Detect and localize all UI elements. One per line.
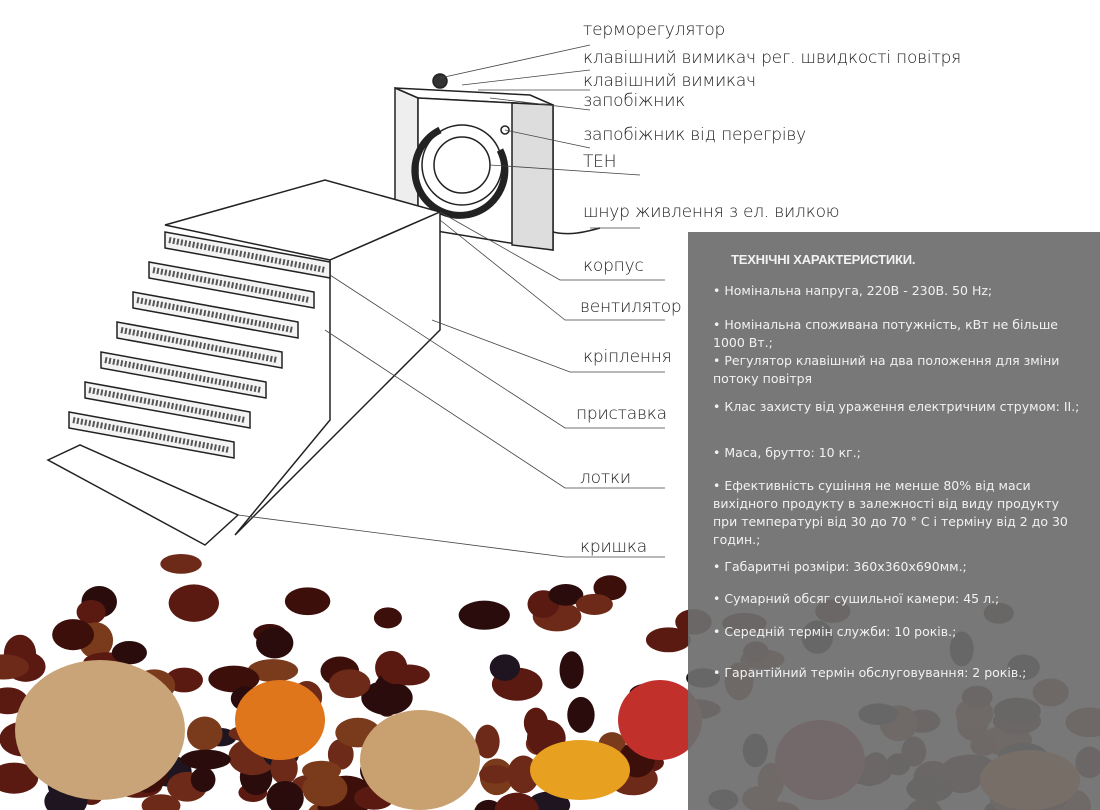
label-mount: кріплення xyxy=(583,347,672,367)
specs-panel: ТЕХНІЧНІ ХАРАКТЕРИСТИКИ. • Номінальна на… xyxy=(688,232,1100,810)
spec-item: • Сумарний обсяг сушильної камери: 45 л.… xyxy=(713,591,1000,606)
raisin xyxy=(361,680,413,715)
raisin xyxy=(141,794,181,810)
spec-item: • Ефективність сушіння не менше 80% від … xyxy=(713,478,1068,547)
label-lid: кришка xyxy=(580,537,647,557)
spec-item: • Номінальна споживана потужність, кВт н… xyxy=(713,317,1058,350)
dried-fruit xyxy=(15,660,185,800)
raisin xyxy=(302,760,342,781)
raisin xyxy=(575,593,613,615)
tray xyxy=(132,291,299,339)
raisin xyxy=(458,600,510,630)
dried-fruit xyxy=(360,710,480,810)
tray xyxy=(148,261,315,309)
tray xyxy=(100,351,267,399)
raisin xyxy=(479,765,513,784)
raisin xyxy=(475,724,500,759)
raisin xyxy=(111,640,147,665)
label-switch: клавішний вимикач xyxy=(583,71,756,91)
spec-item: • Маса, брутто: 10 кг.; xyxy=(713,445,861,460)
tray xyxy=(164,231,331,279)
raisin xyxy=(0,762,39,794)
spec-item: • Гарантійний термін обслуговування: 2 р… xyxy=(713,665,1027,680)
raisin xyxy=(548,584,584,606)
raisin xyxy=(327,739,354,770)
raisin xyxy=(76,599,106,625)
spec-item: • Габаритні розміри: 360х360х690мм.; xyxy=(713,559,967,574)
label-overheat-fuse: запобіжник від перегріву xyxy=(583,125,807,145)
raisin xyxy=(190,767,216,793)
label-power-cord: шнур живлення з ел. вилкою xyxy=(583,202,840,222)
dried-fruit xyxy=(530,740,630,800)
label-trays: лотки xyxy=(580,468,631,488)
raisin xyxy=(302,771,348,807)
label-heater: ТЕН xyxy=(583,152,617,172)
raisin xyxy=(186,716,223,751)
raisin xyxy=(180,749,231,770)
specs-title: ТЕХНІЧНІ ХАРАКТЕРИСТИКИ. xyxy=(731,252,916,267)
raisin xyxy=(256,627,294,659)
raisin xyxy=(247,659,299,682)
dried-fruit xyxy=(235,680,325,760)
tray xyxy=(84,381,251,429)
raisin xyxy=(567,696,595,733)
raisin xyxy=(489,654,521,681)
raisin xyxy=(645,627,691,653)
raisin xyxy=(160,554,202,574)
spec-item: • Регулятор клавішний на два положення д… xyxy=(713,353,1060,386)
spec-item: • Середній термін служби: 10 років.; xyxy=(713,624,957,639)
raisin xyxy=(266,780,304,810)
raisin xyxy=(284,587,331,616)
raisin xyxy=(593,575,627,601)
motor-unit xyxy=(394,73,601,251)
raisin xyxy=(0,654,30,680)
raisin xyxy=(373,607,402,629)
label-thermostat: терморегулятор xyxy=(583,20,726,40)
raisin xyxy=(388,664,430,686)
raisin xyxy=(52,619,94,651)
label-airspeed-switch: клавішний вимикач рег. швидкості повітря xyxy=(583,48,962,68)
tray xyxy=(116,321,283,369)
dried-fruit xyxy=(618,680,702,760)
leader-lines xyxy=(237,44,665,558)
label-fuse: запобіжник xyxy=(583,91,686,111)
raisin xyxy=(168,584,219,622)
raisin xyxy=(494,792,540,810)
raisin xyxy=(208,665,260,693)
tray xyxy=(68,411,235,459)
tray-stack xyxy=(46,179,443,546)
raisin xyxy=(329,669,371,699)
label-attachment: приставка xyxy=(576,404,667,424)
spec-item: • Номінальна напруга, 220В - 230В. 50 Hz… xyxy=(713,283,993,298)
label-housing: корпус xyxy=(583,256,644,276)
raisin xyxy=(270,751,298,785)
raisin xyxy=(559,651,584,689)
label-fan: вентилятор xyxy=(580,297,682,317)
spec-item: • Клас захисту від ураження електричним … xyxy=(713,399,1080,414)
